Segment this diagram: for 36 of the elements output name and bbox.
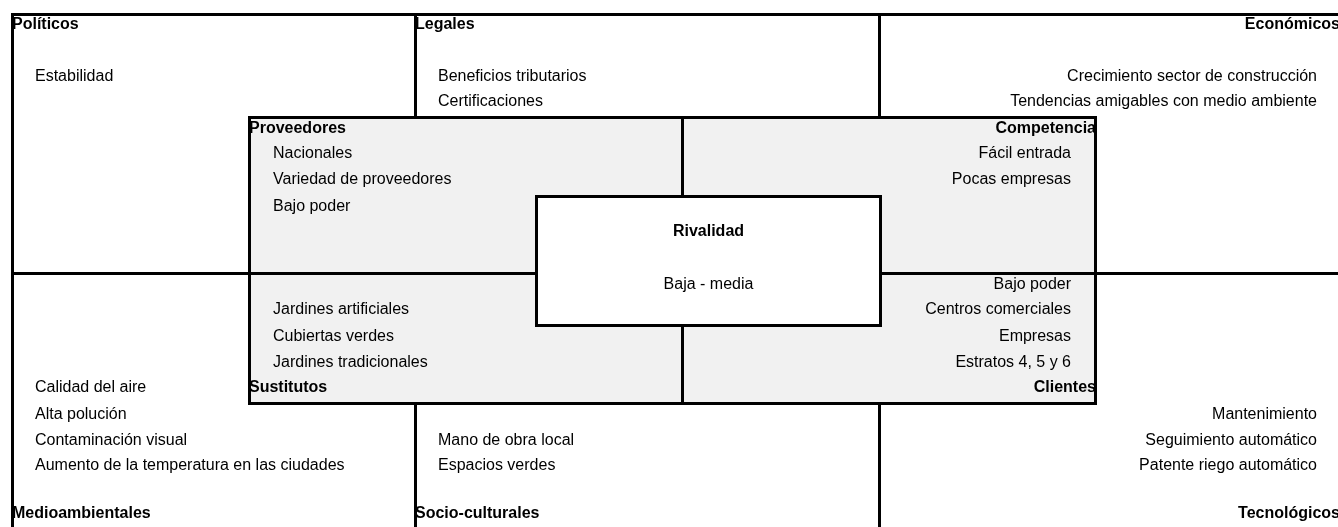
factor-text: Crecimiento sector de construcción	[1067, 67, 1317, 85]
category-heading: Clientes	[1033, 378, 1096, 396]
category-heading: Legales	[415, 15, 475, 33]
factor-text: Bajo poder	[993, 275, 1071, 293]
factor-text: Estabilidad	[35, 67, 114, 85]
factor-text: Aumento de la temperatura en las ciudades	[35, 456, 345, 474]
category-heading: Rivalidad	[672, 222, 745, 240]
factor-text: Espacios verdes	[438, 456, 556, 474]
factor-text: Baja - media	[663, 275, 754, 293]
factor-text: Empresas	[998, 327, 1071, 345]
factor-text: Seguimiento automático	[1145, 431, 1317, 449]
factor-text: Variedad de proveedores	[273, 170, 452, 188]
factor-text: Cubiertas verdes	[273, 327, 394, 345]
factor-text: Centros comerciales	[925, 300, 1071, 318]
category-heading: Medioambientales	[12, 504, 151, 522]
factor-text: Mantenimiento	[1212, 405, 1317, 423]
factor-text: Certificaciones	[438, 92, 543, 110]
category-heading: Socio-culturales	[415, 504, 540, 522]
factor-text: Mano de obra local	[438, 431, 575, 449]
factor-text: Nacionales	[273, 144, 353, 162]
factor-text: Contaminación visual	[35, 431, 188, 449]
category-heading: Sustitutos	[249, 378, 328, 396]
factor-text: Patente riego automático	[1139, 456, 1317, 474]
factor-text: Tendencias amigables con medio ambiente	[1010, 92, 1317, 110]
factor-text: Beneficios tributarios	[438, 67, 587, 85]
category-heading: Competencia	[995, 119, 1096, 137]
factor-text: Pocas empresas	[951, 170, 1071, 188]
category-heading: Proveedores	[249, 119, 346, 137]
factor-text: Jardines artificiales	[273, 300, 410, 318]
factor-text: Alta polución	[35, 405, 127, 423]
factor-text: Estratos 4, 5 y 6	[955, 353, 1071, 371]
factor-text: Calidad del aire	[35, 378, 147, 396]
category-heading: Políticos	[12, 15, 79, 33]
factor-text: Jardines tradicionales	[273, 353, 428, 371]
factor-text: Fácil entrada	[978, 144, 1071, 162]
factor-text: Bajo poder	[273, 197, 351, 215]
